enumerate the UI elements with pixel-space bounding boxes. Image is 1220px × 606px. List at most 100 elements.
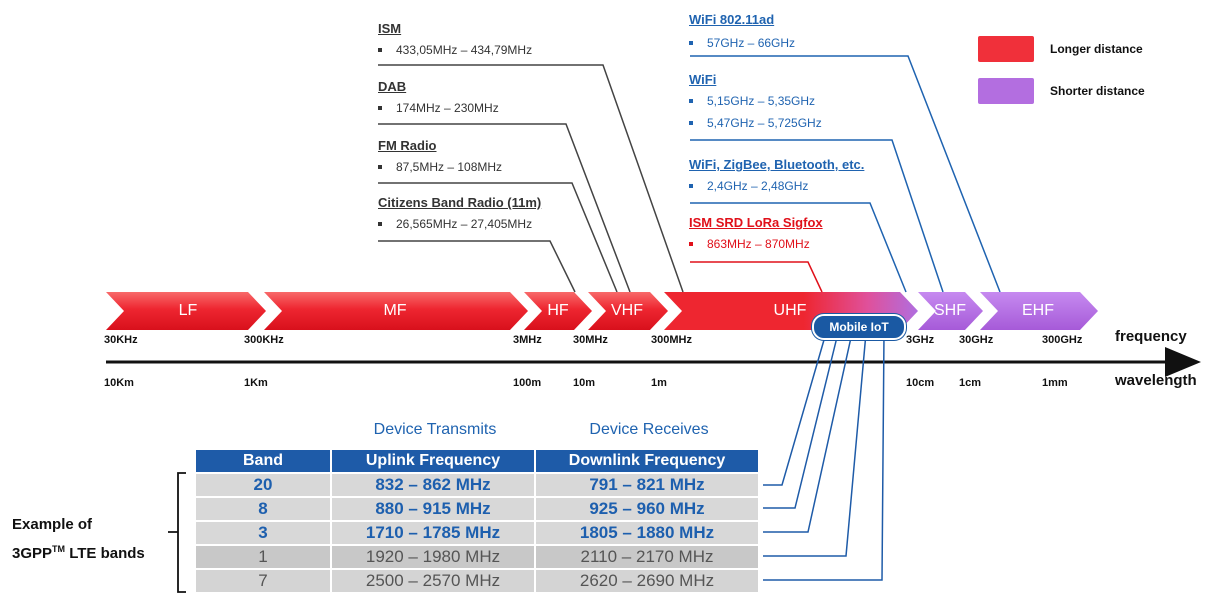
app-lora-range: 863MHz – 870MHz xyxy=(689,237,810,251)
cell-uplink: 2500 – 2570 MHz xyxy=(332,568,536,592)
cell-downlink: 1805 – 1880 MHz xyxy=(536,520,760,544)
cell-uplink: 880 – 915 MHz xyxy=(332,496,536,520)
band-label-shf: SHF xyxy=(934,302,966,319)
wavelength-axis-label: wavelength xyxy=(1115,372,1197,389)
app-cb-title: Citizens Band Radio (11m) xyxy=(378,195,542,210)
bullet-icon xyxy=(378,164,382,169)
app-wifi-ad-title: WiFi 802.11ad xyxy=(689,12,775,27)
freq-tick: 3MHz xyxy=(513,334,542,346)
wave-tick: 1Km xyxy=(244,377,268,389)
header-downlink: Downlink Frequency xyxy=(536,450,760,472)
cell-downlink: 2620 – 2690 MHz xyxy=(536,568,760,592)
header-uplink: Uplink Frequency xyxy=(332,450,536,472)
app-fm-title: FM Radio xyxy=(378,138,437,153)
wave-tick: 10m xyxy=(573,377,596,389)
freq-tick: 30MHz xyxy=(573,334,608,346)
table-row: 20 832 – 862 MHz 791 – 821 MHz xyxy=(196,472,760,496)
band-arrows xyxy=(106,292,1098,330)
wave-tick: 1cm xyxy=(959,377,982,389)
legend-swatch-shorter xyxy=(978,78,1034,104)
left-connectors xyxy=(378,64,684,293)
table-header-row: Band Uplink Frequency Downlink Frequency xyxy=(196,450,760,472)
cell-band: 1 xyxy=(196,544,332,568)
band-label-mf: MF xyxy=(383,302,407,319)
app-cb-range: 26,565MHz – 27,405MHz xyxy=(378,217,532,231)
trademark-sup: TM xyxy=(52,544,66,554)
wave-tick: 10Km xyxy=(104,377,134,389)
device-transmits-label: Device Transmits xyxy=(373,421,497,438)
bullet-icon xyxy=(378,47,382,52)
cell-uplink: 832 – 862 MHz xyxy=(332,472,536,496)
band-ehf xyxy=(980,292,1098,330)
table-row: 1 1920 – 1980 MHz 2110 – 2170 MHz xyxy=(196,544,760,568)
app-fm-range: 87,5MHz – 108MHz xyxy=(378,160,502,174)
cell-band: 3 xyxy=(196,520,332,544)
wave-tick: 1m xyxy=(651,377,667,389)
bullet-icon xyxy=(378,221,382,226)
band-vhf xyxy=(588,292,668,330)
cell-band: 8 xyxy=(196,496,332,520)
freq-tick: 30KHz xyxy=(104,334,138,346)
band-label-vhf: VHF xyxy=(611,302,643,319)
app-ism-title: ISM xyxy=(378,21,402,36)
app-zigbee-title: WiFi, ZigBee, Bluetooth, etc. xyxy=(689,157,865,172)
band-mf xyxy=(264,292,528,330)
app-wifi-range-1: 5,15GHz – 5,35GHz xyxy=(689,94,815,108)
band-lf xyxy=(106,292,266,330)
band-label-ehf: EHF xyxy=(1022,302,1054,319)
wave-tick: 10cm xyxy=(906,377,935,389)
frequency-axis-label: frequency xyxy=(1115,328,1187,345)
freq-tick: 30GHz xyxy=(959,334,994,346)
cell-band: 7 xyxy=(196,568,332,592)
band-label-uhf: UHF xyxy=(773,302,807,319)
legend-label-shorter: Shorter distance xyxy=(1050,84,1145,98)
app-wifi-range-2: 5,47GHz – 5,725GHz xyxy=(689,116,822,130)
app-dab-range: 174MHz – 230MHz xyxy=(378,101,499,115)
right-connectors xyxy=(690,55,1001,293)
freq-tick: 300GHz xyxy=(1042,334,1083,346)
cell-uplink: 1710 – 1785 MHz xyxy=(332,520,536,544)
lte-caption: Example of 3GPPTM LTE bands xyxy=(12,513,145,566)
app-wifi-ad-range: 57GHz – 66GHz xyxy=(689,36,795,50)
bullet-icon xyxy=(689,98,693,103)
lte-bands-table: Band Uplink Frequency Downlink Frequency… xyxy=(196,450,760,592)
cell-downlink: 791 – 821 MHz xyxy=(536,472,760,496)
freq-tick: 3GHz xyxy=(906,334,935,346)
app-dab-title: DAB xyxy=(378,79,407,94)
freq-tick: 300KHz xyxy=(244,334,284,346)
table-bracket xyxy=(168,472,186,593)
bullet-icon xyxy=(689,120,693,125)
bullet-icon xyxy=(689,241,693,246)
cell-band: 20 xyxy=(196,472,332,496)
cell-uplink: 1920 – 1980 MHz xyxy=(332,544,536,568)
device-receives-label: Device Receives xyxy=(589,421,709,438)
bullet-icon xyxy=(689,183,693,188)
app-zigbee-range: 2,4GHz – 2,48GHz xyxy=(689,179,808,193)
wave-tick: 1mm xyxy=(1042,377,1068,389)
header-band: Band xyxy=(196,450,332,472)
lte-caption-line2: 3GPPTM LTE bands xyxy=(12,544,145,562)
app-wifi-title: WiFi xyxy=(689,72,717,87)
mobile-iot-badge: Mobile IoT xyxy=(812,314,906,340)
cell-downlink: 925 – 960 MHz xyxy=(536,496,760,520)
band-shf xyxy=(918,292,983,330)
cell-downlink: 2110 – 2170 MHz xyxy=(536,544,760,568)
table-row: 3 1710 – 1785 MHz 1805 – 1880 MHz xyxy=(196,520,760,544)
bullet-icon xyxy=(378,105,382,110)
lte-caption-line1: Example of xyxy=(12,516,93,533)
bullet-icon xyxy=(689,40,693,45)
app-lora-title: ISM SRD LoRa Sigfox xyxy=(689,215,823,230)
ism-connector xyxy=(690,261,823,293)
app-ism-range: 433,05MHz – 434,79MHz xyxy=(378,43,532,57)
iot-connectors xyxy=(763,332,885,581)
legend-swatch-longer xyxy=(978,36,1034,62)
freq-tick: 300MHz xyxy=(651,334,692,346)
table-row: 7 2500 – 2570 MHz 2620 – 2690 MHz xyxy=(196,568,760,592)
band-label-lf: LF xyxy=(178,302,198,319)
table-row: 8 880 – 915 MHz 925 – 960 MHz xyxy=(196,496,760,520)
legend-label-longer: Longer distance xyxy=(1050,42,1143,56)
band-hf xyxy=(524,292,592,330)
band-label-hf: HF xyxy=(547,302,569,319)
wave-tick: 100m xyxy=(513,377,542,389)
